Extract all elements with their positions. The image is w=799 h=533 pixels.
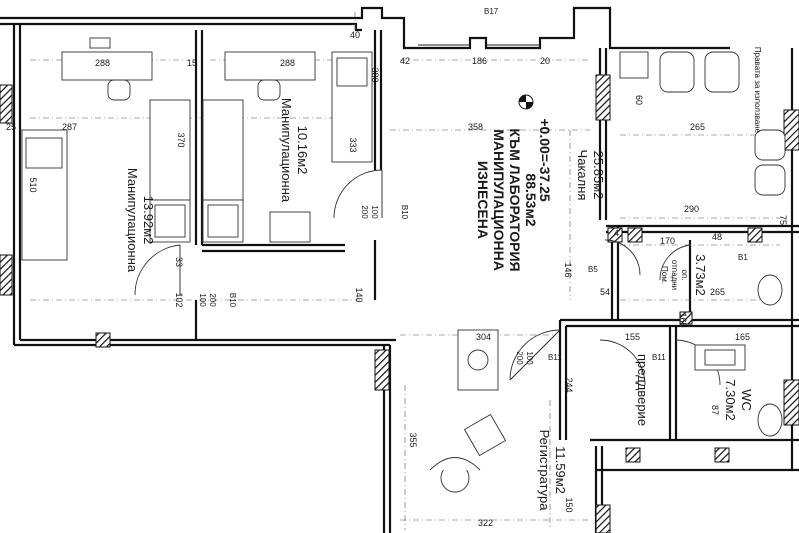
svg-text:отпадни: отпадни — [670, 260, 679, 290]
door-tag: B10 — [400, 205, 409, 220]
svg-text:11.59м2: 11.59м2 — [553, 446, 568, 494]
room-label-lab: ИЗНЕСЕНА МАНИПУЛАЦИОННА КЪМ ЛАБОРАТОРИЯ … — [475, 128, 539, 271]
svg-text:333: 333 — [348, 137, 358, 152]
svg-text:15: 15 — [187, 58, 197, 68]
svg-text:140: 140 — [354, 287, 364, 302]
svg-text:Регистратура: Регистратура — [537, 430, 552, 512]
svg-text:13.92м2: 13.92м2 — [141, 196, 156, 245]
svg-text:40: 40 — [350, 30, 360, 40]
svg-text:88.53м2: 88.53м2 — [523, 173, 539, 226]
svg-text:288: 288 — [95, 58, 110, 68]
room-label-waiting: Чакалня 25.85м2 — [575, 150, 606, 201]
svg-text:ИЗНЕСЕНА: ИЗНЕСЕНА — [475, 161, 491, 239]
door-size: 100 — [198, 293, 207, 307]
svg-text:287: 287 — [62, 122, 77, 132]
svg-text:42: 42 — [400, 56, 410, 66]
svg-text:186: 186 — [472, 56, 487, 66]
svg-text:322: 322 — [478, 518, 493, 528]
room-label-wc: WC 7.30м2 — [723, 379, 754, 420]
svg-text:25: 25 — [6, 122, 16, 132]
door-size: 200 — [360, 205, 369, 219]
svg-text:33: 33 — [174, 257, 184, 267]
svg-text:100: 100 — [198, 293, 207, 307]
svg-text:200: 200 — [208, 293, 217, 307]
svg-text:355: 355 — [408, 432, 418, 447]
room-label-waste: Пом. отпадни оп. 3.73м2 — [660, 254, 708, 295]
door-tag: B1 — [738, 253, 748, 262]
door-tags: B10 B10 B11 B11 B5 B1 B17 100 200 100 20… — [198, 7, 748, 365]
svg-text:87: 87 — [710, 405, 720, 415]
svg-text:265: 265 — [710, 287, 725, 297]
svg-text:Манипулационна: Манипулационна — [125, 168, 140, 273]
svg-text:преддверие: преддверие — [635, 354, 650, 426]
room-label-registry: Регистратура 11.59м2 — [537, 430, 568, 512]
svg-text:WC: WC — [739, 389, 754, 411]
svg-text:54: 54 — [600, 287, 610, 297]
svg-text:оп.: оп. — [680, 269, 689, 280]
elevation-marker — [518, 94, 534, 110]
svg-text:3.73м2: 3.73м2 — [693, 254, 708, 295]
svg-text:244: 244 — [564, 377, 574, 392]
door-size: 200 — [515, 351, 524, 365]
door-tag: B17 — [484, 7, 499, 16]
svg-text:Пом.: Пом. — [660, 266, 669, 284]
svg-text:165: 165 — [735, 332, 750, 342]
elevation-label: +0.00=-37.25 — [537, 118, 553, 202]
svg-text:Правата за използване: Правата за използване — [753, 47, 762, 134]
room-label-manip-left: Манипулационна 13.92м2 — [125, 168, 156, 273]
svg-text:4: 4 — [614, 228, 619, 238]
door-tag: B11 — [548, 353, 562, 362]
dimension-numbers: 288 287 288 358 186 265 290 170 265 304 … — [6, 30, 788, 528]
svg-text:КЪМ ЛАБОРАТОРИЯ: КЪМ ЛАБОРАТОРИЯ — [507, 128, 523, 271]
svg-text:100: 100 — [525, 351, 534, 365]
svg-text:265: 265 — [690, 122, 705, 132]
furniture — [21, 37, 786, 493]
svg-text:200: 200 — [360, 205, 369, 219]
columns — [0, 74, 799, 533]
svg-text:200: 200 — [515, 351, 524, 365]
svg-text:10.16м2: 10.16м2 — [295, 126, 310, 175]
svg-text:288: 288 — [280, 58, 295, 68]
svg-text:510: 510 — [28, 177, 38, 192]
svg-text:380: 380 — [370, 67, 380, 82]
svg-text:304: 304 — [476, 332, 491, 342]
svg-text:150: 150 — [564, 497, 574, 512]
svg-text:МАНИПУЛАЦИОННА: МАНИПУЛАЦИОННА — [491, 129, 507, 271]
door-tag: B11 — [652, 353, 666, 362]
svg-text:358: 358 — [468, 122, 483, 132]
door-size: 100 — [370, 205, 379, 219]
svg-text:60: 60 — [634, 95, 644, 105]
door-tag: B5 — [588, 265, 598, 274]
svg-text:Манипулационна: Манипулационна — [279, 98, 294, 203]
annotation-text: Правата за използване — [753, 47, 762, 134]
svg-text:370: 370 — [176, 132, 186, 147]
svg-text:290: 290 — [684, 204, 699, 214]
svg-text:+0.00=-37.25: +0.00=-37.25 — [537, 118, 553, 202]
svg-text:20: 20 — [540, 56, 550, 66]
svg-text:100: 100 — [370, 205, 379, 219]
svg-text:75: 75 — [778, 215, 788, 225]
svg-text:48: 48 — [712, 232, 722, 242]
svg-text:B10: B10 — [228, 293, 237, 308]
svg-text:25.85м2: 25.85м2 — [591, 151, 606, 200]
door-size: 200 — [208, 293, 217, 307]
svg-text:165: 165 — [678, 312, 688, 327]
door-tag: B10 — [228, 293, 237, 308]
room-label-vestibule: преддверие — [635, 354, 650, 426]
svg-text:Чакалня: Чакалня — [575, 150, 590, 201]
svg-text:102: 102 — [174, 292, 184, 307]
svg-text:7.30м2: 7.30м2 — [723, 379, 738, 420]
svg-text:146: 146 — [563, 262, 573, 277]
room-label-manip-mid: Манипулационна 10.16м2 — [279, 98, 310, 203]
svg-text:170: 170 — [660, 236, 675, 246]
door-size: 100 — [525, 351, 534, 365]
svg-text:B10: B10 — [400, 205, 409, 220]
svg-text:155: 155 — [625, 332, 640, 342]
